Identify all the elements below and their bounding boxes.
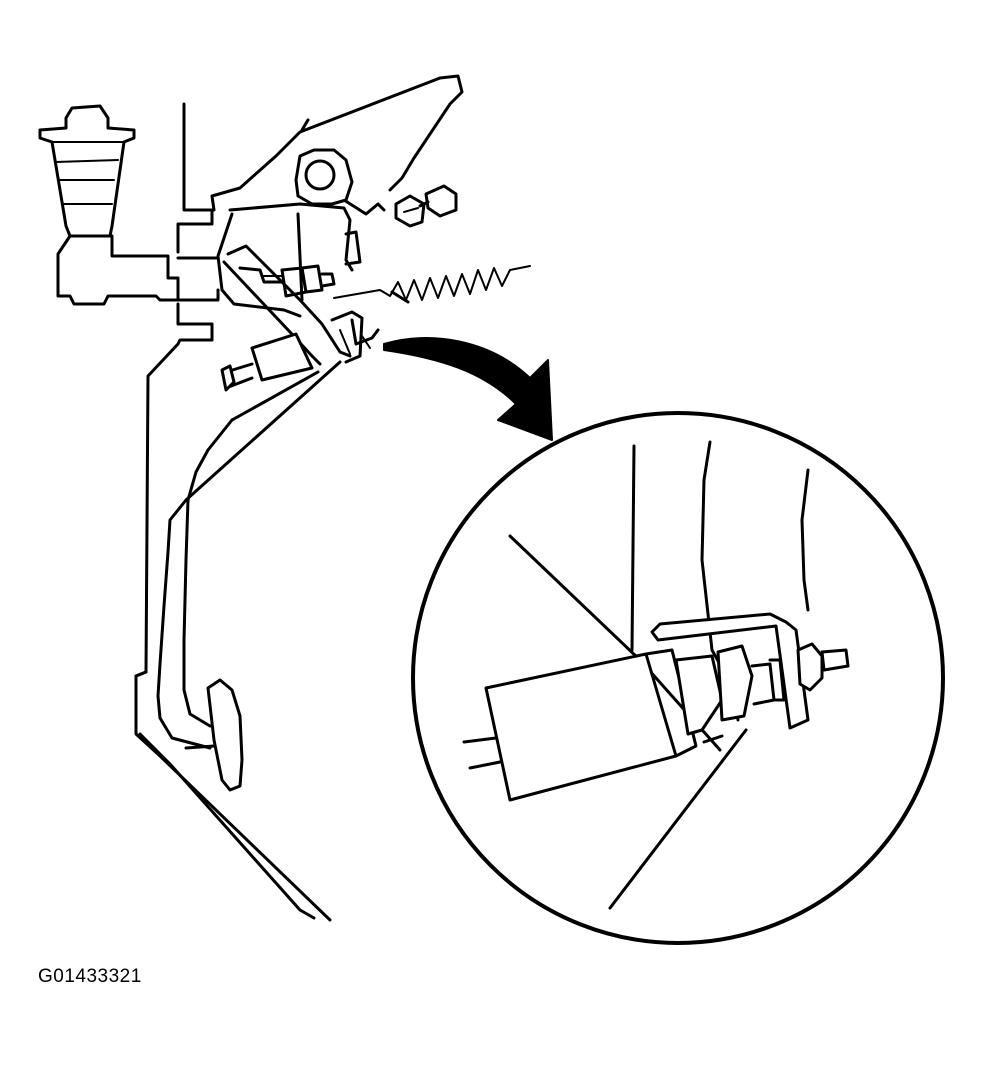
return-spring — [333, 265, 531, 304]
pivot-bushing — [294, 148, 354, 206]
pedal-pad — [184, 678, 244, 792]
detail-switch-view — [462, 440, 850, 910]
pedal-arm — [156, 212, 352, 750]
adjusting-bolt — [394, 184, 458, 228]
pedal-bracket — [210, 74, 464, 318]
clutch-switch-small — [220, 332, 314, 392]
firewall-panel — [134, 102, 332, 922]
floor-panel — [134, 670, 148, 678]
figure-id-label: G01433321 — [38, 966, 142, 987]
switch-bracket-small — [330, 310, 380, 364]
callout-arrow — [383, 337, 553, 441]
pushrod-clevis — [238, 264, 336, 298]
master-cylinder-reservoir — [38, 104, 136, 238]
master-cylinder-body — [56, 234, 220, 306]
